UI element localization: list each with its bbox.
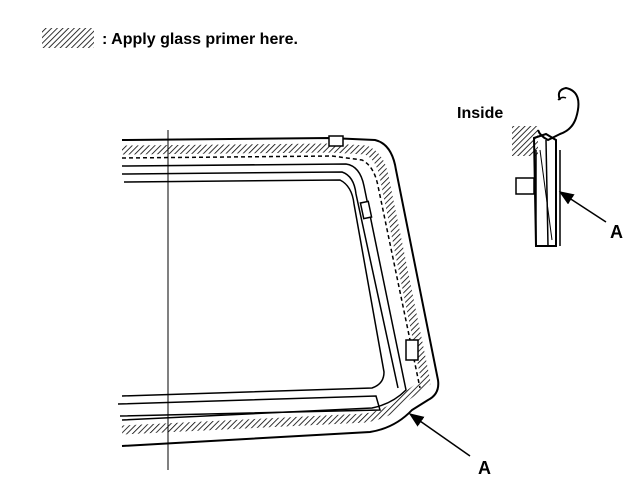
spacer-side-2 bbox=[405, 339, 419, 361]
spacer-top bbox=[328, 135, 344, 147]
callout-main: A bbox=[408, 413, 491, 478]
inside-label: Inside bbox=[457, 105, 503, 122]
glass-opening bbox=[121, 179, 385, 397]
callout-detail: A bbox=[558, 191, 623, 242]
spacer-side-1 bbox=[359, 200, 373, 220]
rear-window-outline bbox=[117, 130, 440, 470]
detail-spacer bbox=[515, 177, 535, 195]
primer-band bbox=[121, 143, 431, 435]
inner-trim-1 bbox=[121, 163, 407, 421]
cross-section-detail: Inside bbox=[457, 86, 580, 247]
outer-edge bbox=[121, 136, 440, 447]
hatch-swatch-icon bbox=[42, 28, 94, 48]
inner-trim-2 bbox=[121, 171, 399, 389]
legend: : Apply glass primer here. bbox=[42, 28, 298, 48]
callout-detail-label: A bbox=[610, 222, 623, 242]
legend-text: : Apply glass primer here. bbox=[102, 31, 298, 48]
glass-bottom-edge bbox=[117, 395, 381, 417]
callout-main-label: A bbox=[478, 458, 491, 478]
molding-hook bbox=[537, 86, 580, 142]
dashed-line bbox=[121, 155, 421, 389]
